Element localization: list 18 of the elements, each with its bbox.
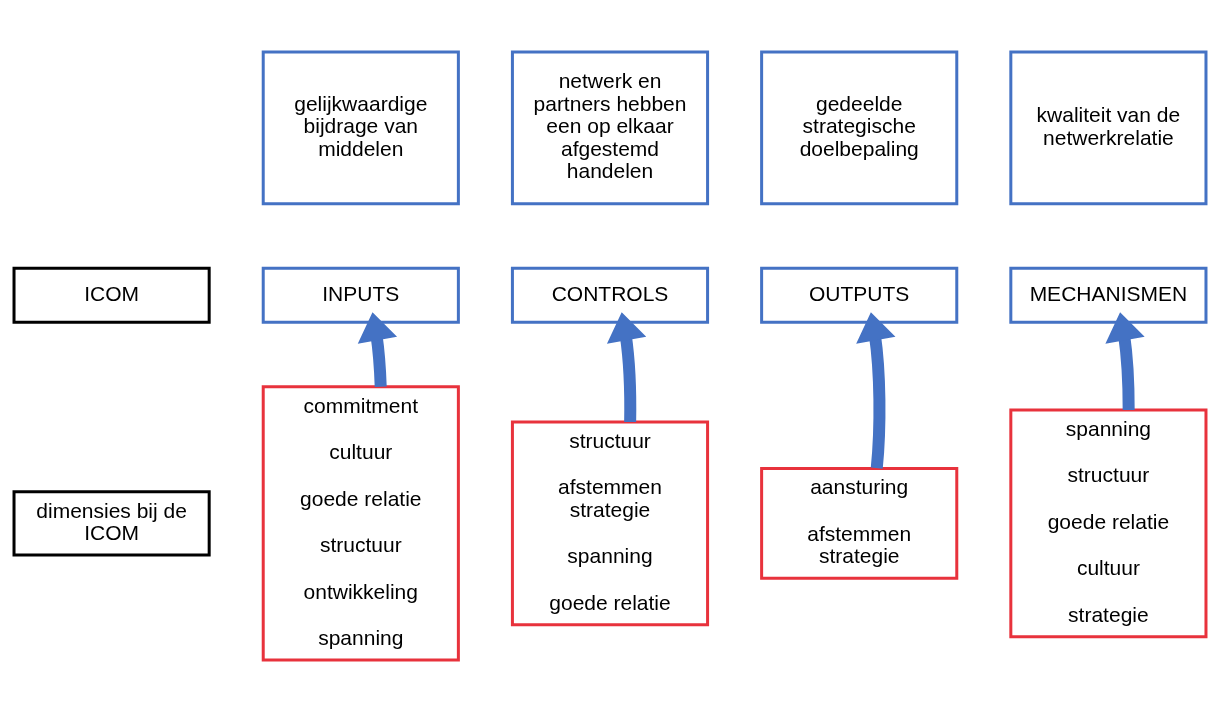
node-box: kwaliteit van de netwerkrelatie [1009, 50, 1208, 205]
node-box: OUTPUTS [760, 266, 959, 324]
node-box: structuur afstemmen strategie spanning goede relatie [510, 420, 710, 626]
node-box: aansturing afstemmen strategie [760, 466, 959, 580]
arrow [357, 311, 398, 387]
arrow [856, 311, 896, 469]
node-box: gelijkwaardige bijdrage van middelen [261, 50, 460, 205]
arrow [1105, 311, 1145, 410]
node-box: spanning structuur goede relatie cultuur strategie [1009, 408, 1208, 638]
node-box: INPUTS [261, 266, 460, 324]
arrow [606, 311, 647, 422]
node-box: netwerk en partners hebben een op elkaar afgestemd handelen [510, 50, 710, 205]
node-box: CONTROLS [510, 266, 710, 324]
node-box: gedeelde strategische doelbepaling [760, 50, 959, 205]
node-box: commitment cultuur goede relatie structuur ontwikkeling spanning [261, 384, 460, 661]
node-box: MECHANISMEN [1009, 266, 1208, 324]
node-box: ICOM [12, 266, 211, 324]
node-box: dimensies bij de ICOM [12, 489, 211, 556]
